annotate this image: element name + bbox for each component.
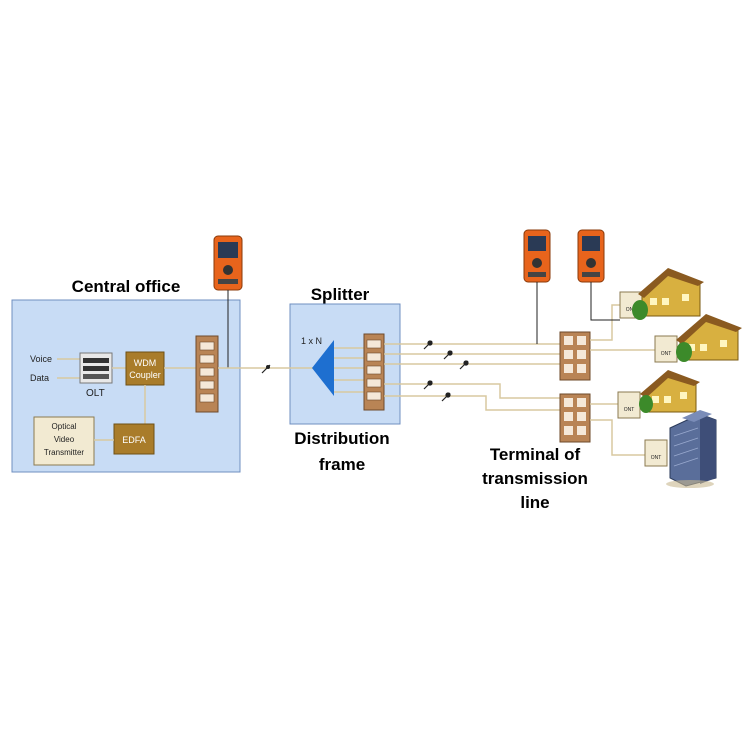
ont-device-4: ONT <box>644 439 668 467</box>
house-icon <box>639 370 700 413</box>
ont-device-3: ONT <box>617 391 641 419</box>
house-icon <box>676 314 742 362</box>
wdm-coupler <box>125 351 165 386</box>
terminal-label: Terminal of <box>489 445 581 464</box>
ont-label-4: ONT <box>651 455 662 461</box>
ont-label-3: ONT <box>624 407 635 413</box>
wdm-label-1: WDM <box>134 358 157 368</box>
splitter-label: Splitter <box>310 285 370 304</box>
ovt-label-2: Video <box>54 435 75 444</box>
ovt-label-1: Optical <box>52 422 77 431</box>
distribution-patch-panel <box>363 333 385 411</box>
frame-label: frame <box>318 455 366 474</box>
splitter-ratio: 1 x N <box>301 336 322 346</box>
feeder-lines <box>384 343 560 411</box>
drop-lines <box>590 304 655 456</box>
data-label: Data <box>30 373 49 383</box>
voice-label: Voice <box>30 354 52 364</box>
optical-video-transmitter <box>33 416 95 466</box>
wdm-label-2: Coupler <box>129 370 161 380</box>
office-building-icon <box>666 410 717 488</box>
splitter-triangle <box>312 340 334 396</box>
house-icon <box>632 268 704 320</box>
terminal-box-1 <box>559 331 591 381</box>
ont-device-2: ONT <box>654 335 678 363</box>
terminal-box-2 <box>559 393 591 443</box>
olt-label: OLT <box>86 388 105 399</box>
office-patch-panel <box>195 335 219 413</box>
edfa-label: EDFA <box>122 435 146 445</box>
fiber-connector-icons <box>423 340 469 402</box>
line-label: line <box>520 493 550 512</box>
otdr-meter-3 <box>577 229 605 283</box>
central-office-label: Central office <box>71 277 181 296</box>
otdr-meter-2 <box>523 229 551 283</box>
ovt-label-3: Transmitter <box>44 448 84 457</box>
distribution-label: Distribution <box>294 429 390 448</box>
ont-label-1: ONT <box>626 307 637 313</box>
olt-device <box>79 352 113 384</box>
ont-label-2: ONT <box>661 351 672 357</box>
otdr-meter-1 <box>213 235 243 291</box>
transmission-label: transmission <box>482 469 588 488</box>
edfa-device <box>113 423 155 455</box>
